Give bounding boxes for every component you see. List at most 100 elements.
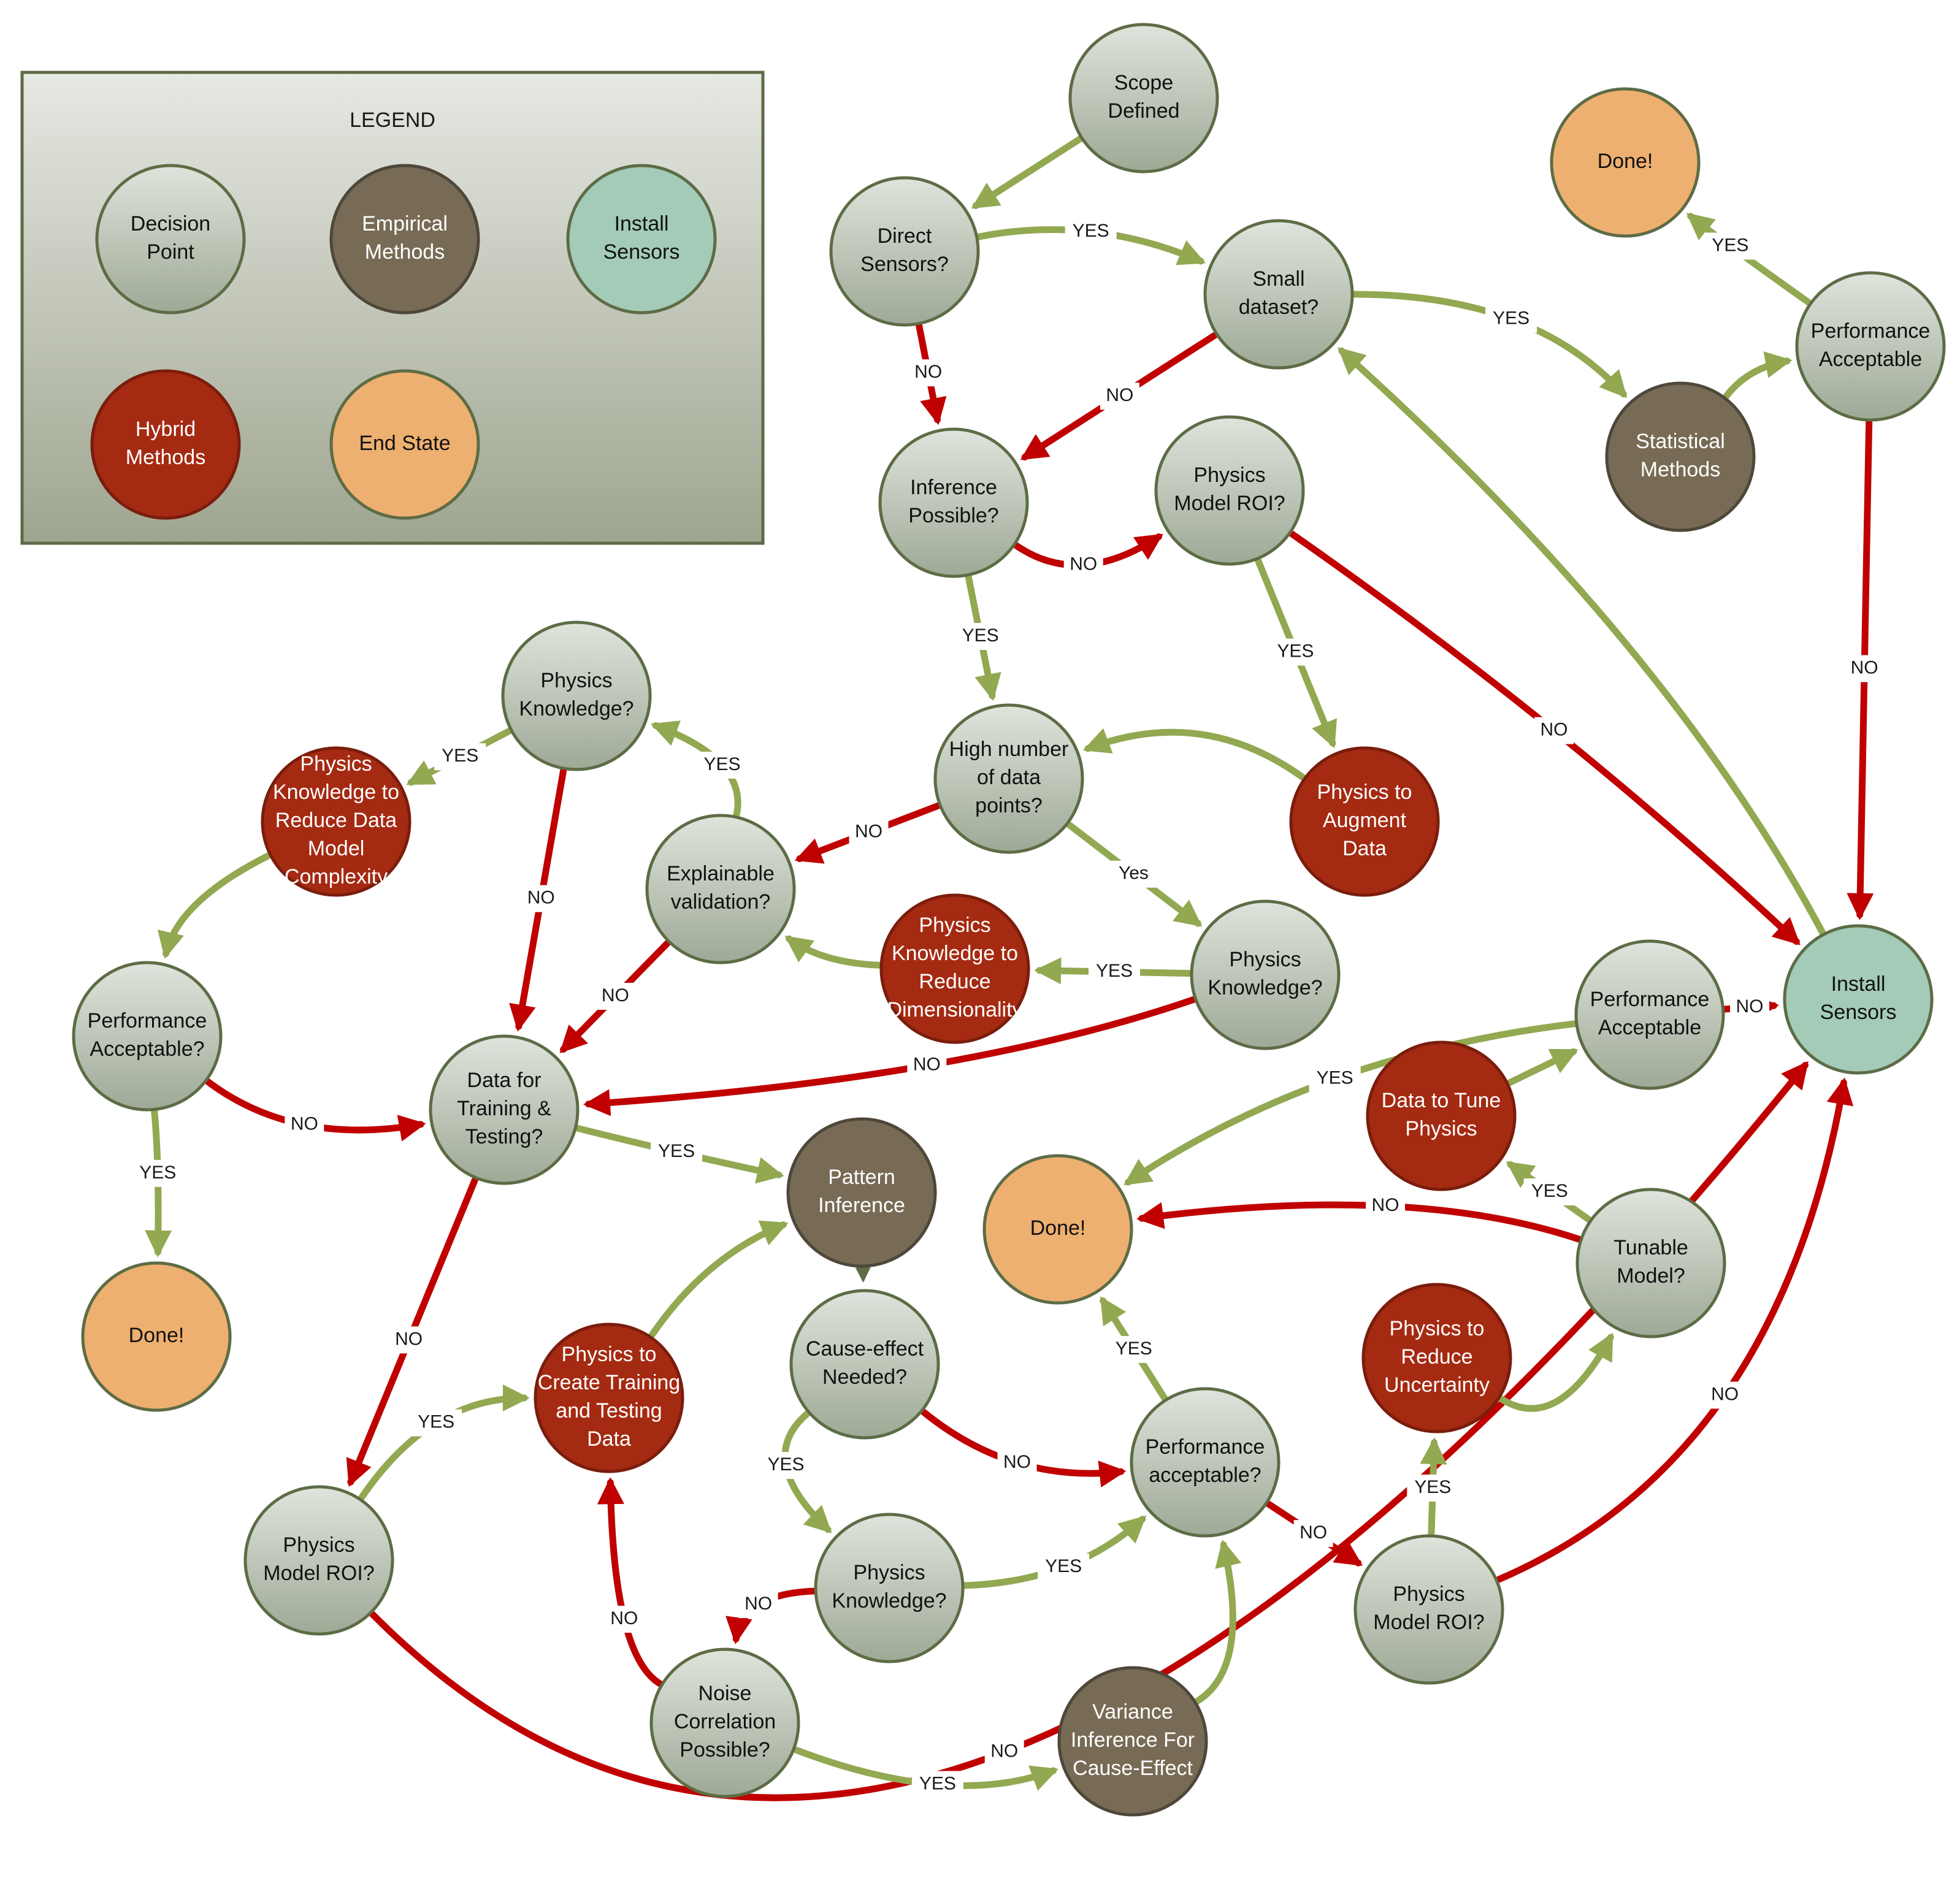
node-circle-decision — [789, 1289, 940, 1440]
edge-label-bg — [521, 885, 561, 912]
edge-label-bg — [984, 1738, 1024, 1766]
edge-label: NO — [291, 1113, 318, 1134]
node-circle-decision — [933, 703, 1084, 854]
legend-swatch-empirical — [329, 164, 480, 315]
edge-line — [1338, 347, 1826, 936]
edge-label: YES — [139, 1162, 176, 1183]
node-circle-sensor — [1783, 924, 1934, 1075]
edge-label-bg — [1730, 994, 1770, 1021]
node-circle-decision — [1130, 1387, 1281, 1538]
edge-line — [648, 1220, 789, 1339]
edge-perf1-to-sensors: NO — [1845, 419, 1885, 920]
edge-highn-to-explain: NO — [794, 802, 941, 864]
edge-label-bg — [285, 1111, 324, 1139]
edge-label-bg — [1065, 218, 1117, 245]
edge-label: YES — [768, 1454, 805, 1475]
node-circle-empirical — [786, 1117, 937, 1268]
node-circle-end — [982, 1154, 1133, 1305]
node-circle-decision — [814, 1513, 965, 1663]
edge-label: YES — [1414, 1477, 1451, 1497]
edge-label-bg — [1523, 1178, 1575, 1206]
edge-cause-to-perf4: NO — [920, 1408, 1127, 1487]
edge-line — [157, 852, 272, 960]
node-circle-decision — [878, 427, 1029, 578]
edge-perf3-to-sensors: NO — [1722, 993, 1780, 1021]
edge-highn-to-pk2: Yes — [1065, 821, 1203, 927]
edge-label-bg — [1845, 655, 1885, 682]
legend-swatch-sensor — [566, 164, 717, 315]
node-circle-hybrid — [1366, 1040, 1517, 1191]
edge-label-bg — [954, 623, 1006, 651]
edge-label: NO — [1300, 1522, 1327, 1543]
node-circle-hybrid — [261, 746, 412, 897]
edge-label: NO — [1003, 1452, 1031, 1472]
edge-label-bg — [696, 752, 748, 779]
edge-label: NO — [527, 888, 555, 908]
legend-swatch-hybrid — [90, 369, 241, 520]
node-circle-hybrid — [879, 893, 1030, 1044]
edge-noise-to-createData: NO — [597, 1477, 664, 1687]
edge-label-bg — [1534, 717, 1574, 744]
legend-item-end: End State — [329, 369, 480, 520]
node-circle-empirical — [1605, 381, 1756, 532]
edge-explain-to-dataTrain: NO — [559, 940, 671, 1053]
edge-label: NO — [1711, 1384, 1739, 1404]
legend-title: LEGEND — [350, 109, 435, 132]
edge-augment-to-highn — [1082, 728, 1306, 781]
edge-small-to-infer: NO — [1020, 332, 1219, 460]
edge-label-bg — [434, 743, 486, 771]
edge-line — [1506, 1048, 1579, 1086]
edge-label: YES — [1116, 1338, 1152, 1359]
edge-line — [971, 136, 1084, 210]
node-done3: Done! — [81, 1261, 232, 1412]
edge-label-bg — [1100, 383, 1139, 410]
node-circle-decision — [1795, 271, 1946, 422]
edge-noise-to-variance: YES — [792, 1746, 1058, 1798]
node-circle-decision — [429, 1034, 580, 1185]
edge-tunable-to-done2: NO — [1136, 1193, 1582, 1243]
edge-label: NO — [1736, 996, 1764, 1017]
edge-dataTrain-to-pattern: YES — [574, 1124, 784, 1184]
node-label: Done! — [1598, 150, 1653, 173]
edge-variance-to-perf4 — [1193, 1540, 1242, 1705]
edge-label-bg — [1704, 232, 1756, 260]
edge-label-bg — [1366, 1193, 1406, 1220]
edge-label-bg — [1088, 958, 1140, 986]
edge-direct-to-infer: NO — [908, 323, 948, 426]
node-circle-decision — [243, 1485, 394, 1636]
edge-label: NO — [1372, 1195, 1399, 1215]
edge-label: YES — [1277, 641, 1314, 661]
edge-roi1-to-augment: YES — [1255, 557, 1338, 749]
legend-swatch-end — [329, 369, 480, 520]
edge-roi1-to-sensors: NO — [1288, 530, 1801, 945]
edge-label-bg — [1407, 1474, 1459, 1502]
node-circle-hybrid — [1289, 746, 1440, 897]
edge-label-bg — [595, 983, 635, 1010]
node-circle-decision — [1353, 1534, 1504, 1685]
edge-label: YES — [1073, 221, 1109, 241]
edge-stat-to-perf1 — [1723, 351, 1793, 400]
